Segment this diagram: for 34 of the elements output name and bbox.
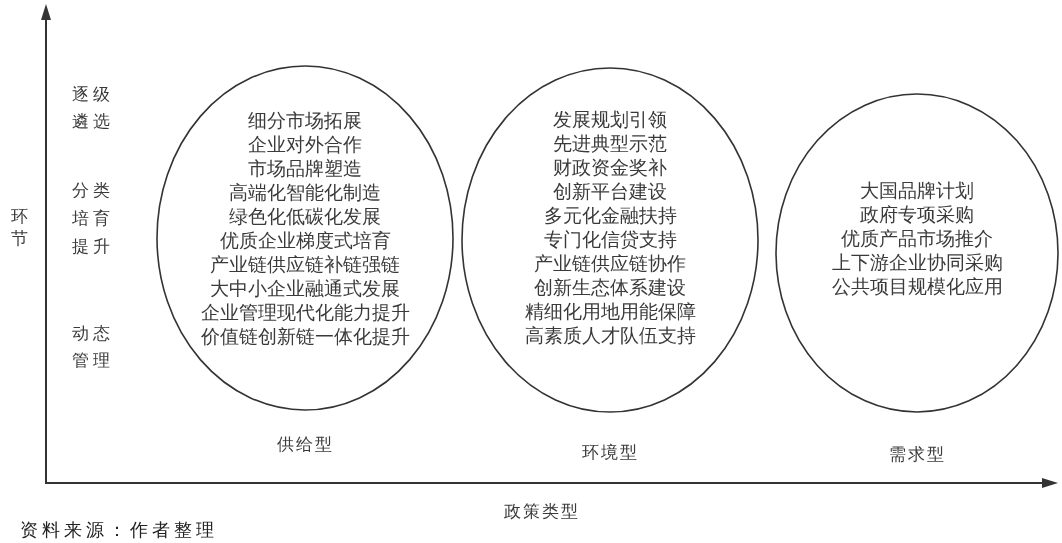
- item-text: 上下游企业协同采购: [831, 250, 1003, 274]
- item-text: 价值链创新链一体化提升: [200, 324, 410, 348]
- item-text: 大中小企业融通式发展: [210, 276, 400, 300]
- item-text: 绿色化低碳化发展: [229, 204, 381, 228]
- category-label: 环境型: [581, 441, 639, 463]
- category-label: 需求型: [888, 443, 946, 465]
- source-note: 资料来源：作者整理: [20, 519, 218, 541]
- item-text: 多元化金融扶持: [543, 203, 677, 227]
- item-text: 细分市场拓展: [248, 108, 362, 132]
- stage-label: 动态管理: [72, 322, 115, 372]
- item-text: 优质产品市场推介: [841, 226, 993, 250]
- item-text: 高素质人才队伍支持: [524, 323, 696, 347]
- item-text: 政府专项采购: [860, 202, 974, 226]
- item-text: 企业对外合作: [248, 132, 362, 156]
- stage-label: 逐级遴选: [72, 83, 115, 133]
- category-label: 供给型: [276, 433, 334, 455]
- item-text: 产业链供应链补链强链: [210, 252, 400, 276]
- axis-title: 环节: [11, 205, 29, 249]
- item-text: 大国品牌计划: [860, 178, 974, 202]
- item-text: 高端化智能化制造: [229, 180, 381, 204]
- item-text: 创新平台建设: [553, 179, 667, 203]
- item-text: 精细化用地用能保障: [524, 299, 696, 323]
- item-text: 公共项目规模化应用: [831, 274, 1003, 298]
- axis-title: 政策类型: [504, 500, 580, 522]
- stage-label: 分类培育提升: [72, 179, 115, 258]
- item-text: 优质企业梯度式培育: [219, 228, 391, 252]
- item-text: 企业管理现代化能力提升: [200, 300, 410, 324]
- item-text: 专门化信贷支持: [543, 227, 677, 251]
- item-text: 市场品牌塑造: [248, 156, 362, 180]
- item-text: 先进典型示范: [553, 131, 667, 155]
- item-text: 发展规划引领: [553, 107, 667, 131]
- item-text: 创新生态体系建设: [534, 275, 686, 299]
- item-text: 财政资金奖补: [553, 155, 667, 179]
- item-text: 产业链供应链协作: [534, 251, 686, 275]
